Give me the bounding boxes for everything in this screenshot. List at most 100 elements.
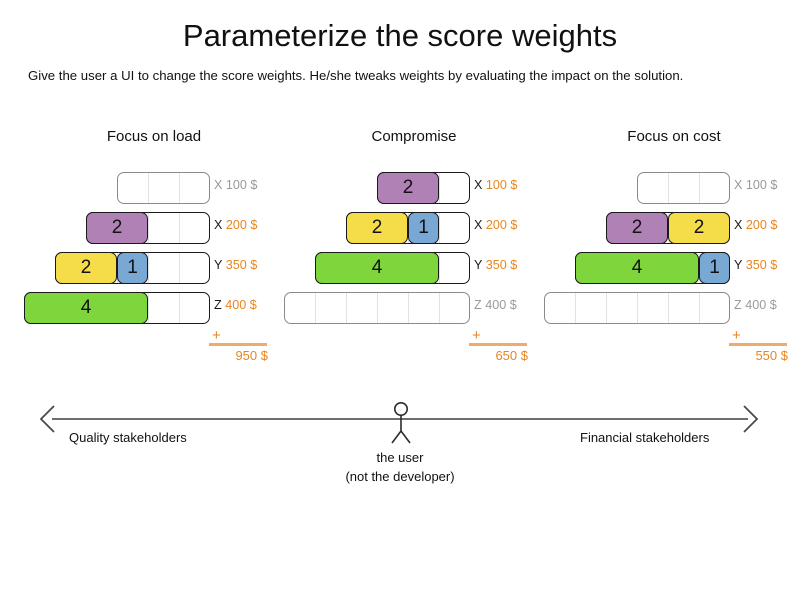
slider-track-cell[interactable]	[409, 213, 440, 243]
slider-track-cell[interactable]	[409, 173, 440, 203]
slider-track-cell[interactable]	[118, 253, 149, 283]
row-amount: 100 $	[225, 178, 258, 192]
slider-track-cell[interactable]	[118, 173, 149, 203]
slider-track-cell[interactable]	[607, 293, 638, 323]
slider-row: X 100 $	[548, 168, 800, 208]
slider-track-cell[interactable]	[440, 173, 469, 203]
slider-row-label: X 200 $	[214, 218, 257, 232]
page-subtitle: Give the user a UI to change the score w…	[28, 68, 684, 83]
slider-track-cell[interactable]	[700, 293, 729, 323]
slider-segment[interactable]: 2	[668, 212, 730, 244]
slider-track-cell[interactable]	[180, 253, 209, 283]
weight-slider[interactable]: 4	[315, 252, 470, 284]
slider-row: 4 Y 350 $	[288, 248, 540, 288]
slider-track-cell[interactable]	[285, 293, 316, 323]
slider-segment[interactable]: 4	[24, 292, 148, 324]
slider-track-cell[interactable]	[316, 293, 347, 323]
row-amount: 200 $	[485, 218, 518, 232]
page-title: Parameterize the score weights	[182, 18, 618, 53]
slider-track-cell[interactable]	[440, 293, 469, 323]
slider-track-cell[interactable]	[180, 293, 209, 323]
slider-track-cell[interactable]	[545, 293, 576, 323]
total-rule	[729, 343, 787, 346]
slider-track-cell[interactable]	[409, 293, 440, 323]
slider-segment[interactable]: 1	[117, 252, 148, 284]
row-key: Y	[474, 258, 483, 272]
slider-track-cell[interactable]	[669, 173, 700, 203]
slider-track[interactable]	[117, 172, 210, 204]
figure-caption-line2: (not the developer)	[345, 469, 455, 484]
slider-segment[interactable]: 4	[575, 252, 699, 284]
row-key: Z	[214, 298, 222, 312]
weight-slider[interactable]	[117, 172, 210, 204]
weight-slider[interactable]	[284, 292, 470, 324]
axis-label-quality: Quality stakeholders	[69, 430, 187, 445]
weight-slider[interactable]: 2	[377, 172, 470, 204]
row-amount: 400 $	[745, 298, 777, 312]
row-amount: 200 $	[225, 218, 258, 232]
slider-segment[interactable]: 4	[315, 252, 439, 284]
slider-track-cell[interactable]	[149, 173, 180, 203]
slider-row-label: Z 400 $	[214, 298, 257, 312]
total-plus-sign: +	[472, 327, 481, 344]
slider-track-cell[interactable]	[669, 293, 700, 323]
slider-track-cell[interactable]	[440, 213, 469, 243]
row-key: X	[474, 178, 483, 192]
row-amount: 350 $	[485, 258, 518, 272]
row-key: Z	[474, 298, 482, 312]
slider-row: 4 Z 400 $	[24, 288, 280, 328]
slider-track-cell[interactable]	[180, 173, 209, 203]
weight-slider[interactable]: 4	[24, 292, 210, 324]
slider-track-cell[interactable]	[378, 293, 409, 323]
slider-track-cell[interactable]	[638, 173, 669, 203]
slider-track-cell[interactable]	[576, 293, 607, 323]
slider-track-cell[interactable]	[149, 253, 180, 283]
slider-segment[interactable]: 2	[55, 252, 117, 284]
slider-segment[interactable]: 1	[408, 212, 439, 244]
slider-segment[interactable]: 2	[346, 212, 408, 244]
total-value: 950 $	[235, 348, 268, 363]
slider-track-cell[interactable]	[118, 213, 149, 243]
row-key: X	[214, 178, 223, 192]
slider-segment[interactable]: 2	[86, 212, 148, 244]
figure-caption-line1: the user	[376, 450, 424, 465]
slider-row-label: Z 400 $	[734, 298, 777, 312]
total-value: 550 $	[755, 348, 788, 363]
weight-slider[interactable]: 2	[86, 212, 210, 244]
row-key: X	[734, 178, 743, 192]
weight-slider[interactable]	[544, 292, 730, 324]
slider-track-cell[interactable]	[347, 293, 378, 323]
slider-track-cell[interactable]	[149, 213, 180, 243]
slider-segment[interactable]: 2	[606, 212, 668, 244]
slider-segment[interactable]: 1	[699, 252, 730, 284]
slider-track[interactable]	[544, 292, 730, 324]
slider-track-cell[interactable]	[118, 293, 149, 323]
row-amount: 350 $	[225, 258, 258, 272]
slider-track-cell[interactable]	[409, 253, 440, 283]
slider-track[interactable]	[284, 292, 470, 324]
user-stick-figure-icon	[391, 402, 411, 444]
weight-slider[interactable]	[637, 172, 730, 204]
slider-segment[interactable]: 2	[377, 172, 439, 204]
slider-track-cell[interactable]	[180, 213, 209, 243]
row-key: Y	[214, 258, 223, 272]
row-key: Y	[734, 258, 743, 272]
slider-row: 2 X 200 $	[28, 208, 280, 248]
slider-track[interactable]	[637, 172, 730, 204]
slider-track-cell[interactable]	[700, 173, 729, 203]
slider-track-cell[interactable]	[149, 293, 180, 323]
slider-track-cell[interactable]	[638, 293, 669, 323]
slider-row: X 100 $	[28, 168, 280, 208]
slider-track-cell[interactable]	[440, 253, 469, 283]
